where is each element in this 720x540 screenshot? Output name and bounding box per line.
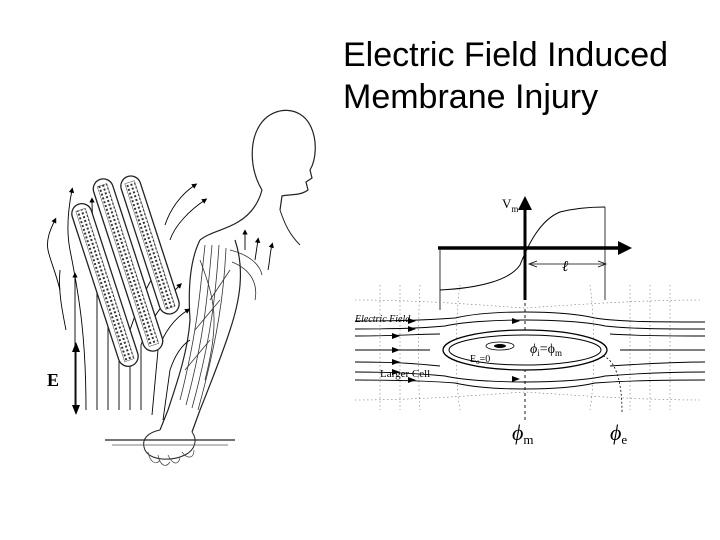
shoulder-outline (199, 189, 263, 241)
title-line-1: Electric Field Induced (343, 36, 669, 74)
cell-membrane-inner (448, 334, 602, 366)
phi-i-label: ϕi=ϕm (530, 342, 562, 358)
phi-m-bottom-label: ϕm (512, 420, 534, 447)
muscle-fiber-3 (120, 175, 180, 315)
electric-field-label: Electric Field (354, 314, 411, 325)
slide-title: Electric Field Induced Membrane Injury (343, 34, 713, 118)
field-label-e: E (47, 370, 59, 390)
eo-label: Eo=0 (470, 354, 490, 366)
head-outline (251, 109, 316, 211)
phi-e-bottom-label: ϕe (610, 420, 627, 447)
hand-outline (143, 429, 196, 460)
title-line-2: Membrane Injury (343, 78, 599, 116)
vm-curve (439, 206, 606, 291)
phi-e-pointer (602, 355, 623, 413)
muscle-fiber-1 (92, 178, 164, 352)
vm-label: Vm (502, 196, 518, 214)
cell-membrane-outer (442, 329, 608, 371)
length-label: ℓ (562, 259, 568, 275)
flow-lines (354, 311, 706, 390)
arm-outline (159, 239, 201, 431)
larger-cell-label: Larger Cell (380, 368, 430, 380)
muscle-fiber-2 (71, 203, 139, 367)
